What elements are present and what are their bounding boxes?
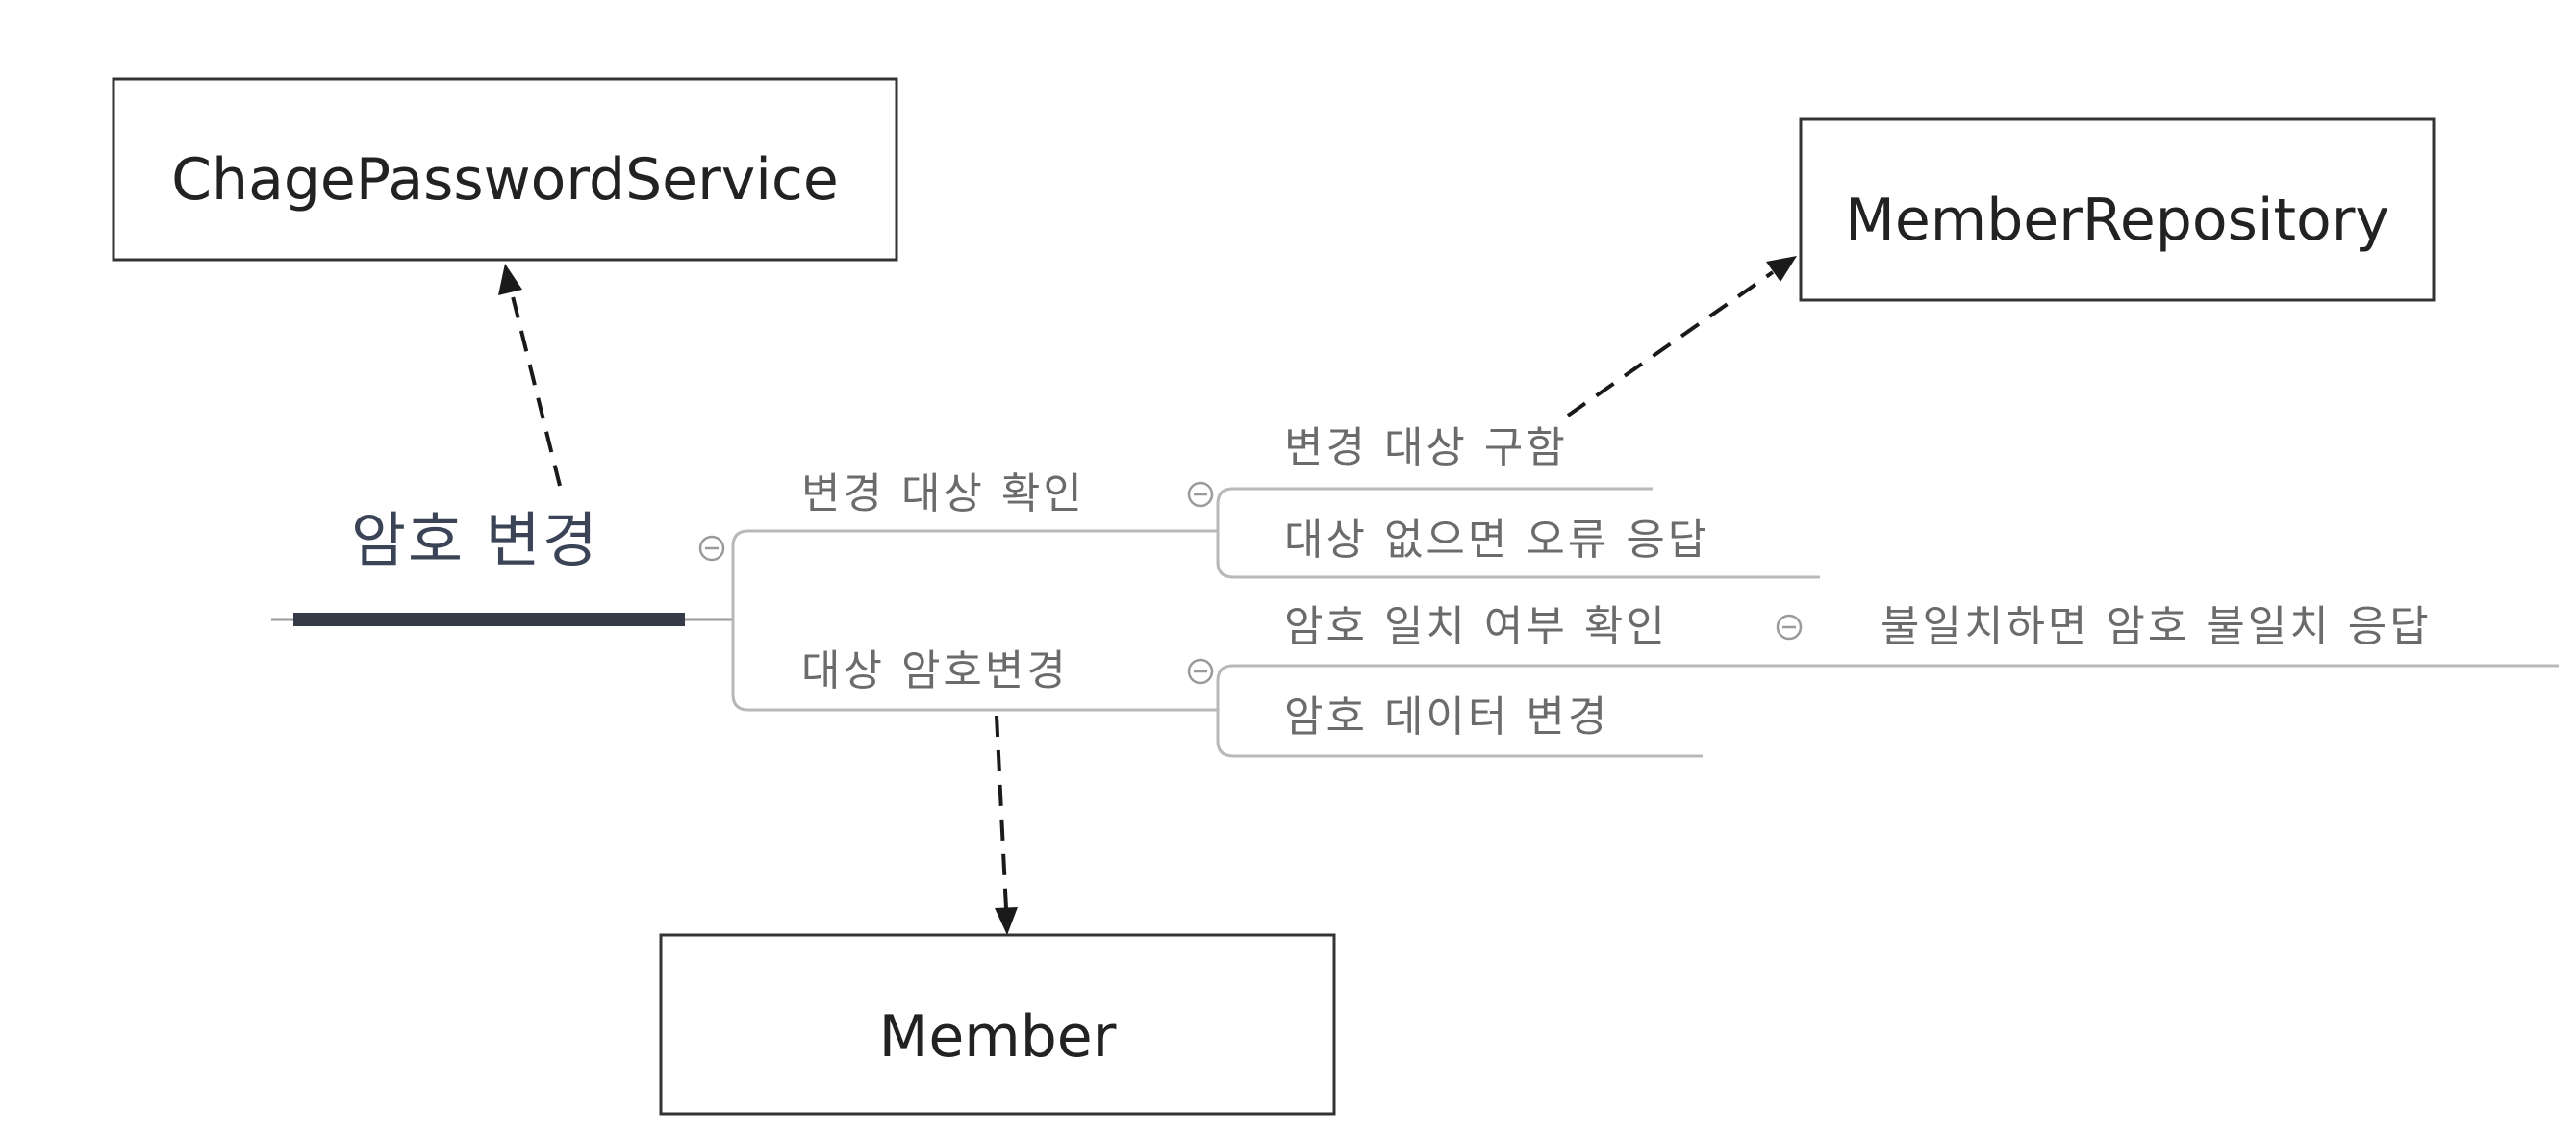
branch-check-connector <box>1185 487 1820 579</box>
branch-change-password: 대상 암호변경 암호 일치 여부 확인 불일치하면 암호 불일치 응답 암호 데… <box>801 602 2559 758</box>
node-mismatch-error: 불일치하면 암호 불일치 응답 <box>1881 602 2432 651</box>
branch-change-collapse-icon[interactable] <box>1187 658 1214 685</box>
node-find-target: 변경 대상 구함 <box>1284 423 1568 472</box>
service-box-label: ChagePasswordService <box>171 146 839 214</box>
arrow-root-to-service <box>498 264 562 487</box>
root-branch-connector <box>731 529 1185 712</box>
node-change-password-data: 암호 데이터 변경 <box>1284 693 1609 742</box>
match-check-collapse-icon[interactable] <box>1776 614 1803 641</box>
branch-change-connector <box>1185 664 2559 758</box>
member-box: Member <box>659 933 1336 1116</box>
service-box: ChagePasswordService <box>112 77 898 262</box>
repository-box: MemberRepository <box>1799 117 2436 302</box>
node-not-found-error: 대상 없으면 오류 응답 <box>1284 516 1709 565</box>
node-check-password-match: 암호 일치 여부 확인 <box>1284 602 1668 651</box>
member-box-label: Member <box>879 1003 1117 1071</box>
root-topic-label: 암호 변경 <box>351 505 599 575</box>
branch-check-collapse-icon[interactable] <box>1187 481 1214 508</box>
branch-check-label: 변경 대상 확인 <box>801 469 1085 518</box>
branch-check-target: 변경 대상 확인 변경 대상 구함 대상 없으면 오류 응답 <box>801 423 1820 579</box>
root-collapse-icon[interactable] <box>698 535 725 562</box>
mindmap-root: 암호 변경 <box>271 505 733 626</box>
arrow-find-target-to-repository <box>1566 256 1797 417</box>
repository-box-label: MemberRepository <box>1845 187 2389 254</box>
branch-change-label: 대상 암호변경 <box>801 646 1069 695</box>
arrow-change-to-member <box>995 715 1018 935</box>
